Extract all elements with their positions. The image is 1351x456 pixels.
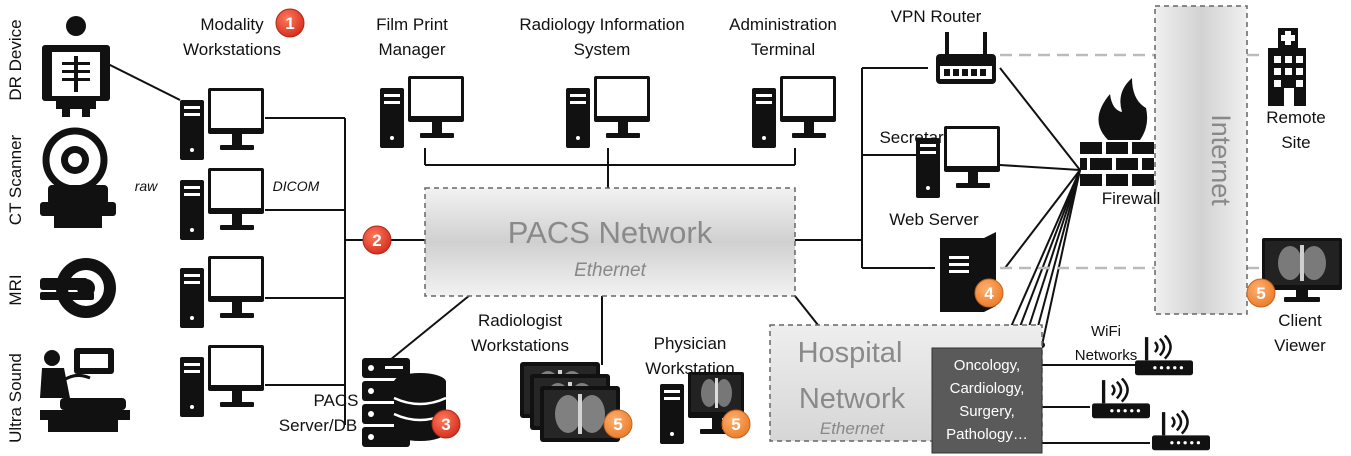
badge-5-physician: 5 [721, 409, 751, 439]
svg-text:5: 5 [613, 415, 622, 434]
svg-text:3: 3 [441, 415, 450, 434]
svg-text:1: 1 [285, 14, 294, 33]
pacs-server-line1: PACS [313, 391, 358, 410]
vpn-router-icon[interactable] [936, 32, 996, 84]
wifi-router-1[interactable] [1135, 335, 1193, 377]
svg-text:5: 5 [731, 415, 740, 434]
connection-lines [99, 59, 1180, 444]
modality-title-line1: Modality [200, 15, 264, 34]
device-label-dr: DR Device [6, 19, 25, 100]
department-pathology: Pathology… [946, 426, 1028, 443]
admin-line2: Terminal [751, 40, 815, 59]
physician-line1: Physician [654, 334, 727, 353]
film-print-line2: Manager [378, 40, 445, 59]
hospital-network-line2: Network [799, 383, 906, 415]
wifi-label-line1: WiFi [1091, 323, 1121, 340]
film-print-line1: Film Print [376, 15, 448, 34]
wifi-router-2[interactable] [1092, 378, 1150, 420]
hospital-network-line1: Hospital [798, 337, 903, 369]
ultrasound-icon [40, 348, 130, 432]
raw-label: raw [135, 178, 158, 194]
radiologist-line2: Workstations [471, 336, 569, 355]
badge-3: 3 [431, 409, 461, 439]
pacs-server-line2: Server/DB [279, 416, 357, 435]
device-label-mri: MRI [6, 274, 25, 305]
pacs-network-box[interactable] [424, 187, 796, 297]
remote-site-line1: Remote [1266, 108, 1326, 127]
mri-icon [40, 258, 116, 318]
device-label-ct: CT Scanner [6, 134, 25, 225]
internet-box[interactable] [1154, 5, 1248, 315]
vpn-router-label: VPN Router [891, 7, 982, 26]
badge-4: 4 [974, 278, 1004, 308]
departments-box[interactable] [931, 347, 1043, 454]
wifi-router-3[interactable] [1152, 410, 1210, 452]
ris-line2: System [574, 40, 631, 59]
radiologist-line1: Radiologist [478, 311, 562, 330]
department-oncology: Oncology, [954, 357, 1020, 374]
hospital-building-icon [1268, 28, 1306, 106]
department-surgery: Surgery, [959, 403, 1015, 420]
svg-text:4: 4 [984, 284, 994, 303]
ris-pc[interactable] [566, 76, 650, 148]
film-print-manager-pc[interactable] [380, 76, 464, 148]
modality-workstation-dr[interactable] [180, 88, 264, 160]
administration-terminal-pc[interactable] [752, 76, 836, 148]
admin-line1: Administration [729, 15, 837, 34]
ris-line1: Radiology Information [519, 15, 684, 34]
client-viewer-line1: Client [1278, 311, 1322, 330]
remote-site-line2: Site [1281, 133, 1310, 152]
modality-workstation-ct[interactable] [180, 168, 264, 240]
modality-title-line2: Workstations [183, 40, 281, 59]
modality-workstation-mri[interactable] [180, 256, 264, 328]
firewall-label: Firewall [1102, 189, 1161, 208]
pacs-network-title: PACS Network [508, 215, 713, 250]
internet-label: Internet [1206, 114, 1236, 206]
badge-5-radiologist: 5 [603, 409, 633, 439]
badge-2: 2 [362, 225, 392, 255]
badge-1: 1 [275, 8, 305, 38]
dicom-label: DICOM [273, 178, 320, 194]
department-cardiology: Cardiology, [950, 380, 1025, 397]
device-label-ultrasound: Ultra Sound [6, 353, 25, 443]
wifi-label-line2: Networks [1075, 347, 1138, 364]
badge-5-client: 5 [1246, 278, 1276, 308]
svg-text:5: 5 [1256, 284, 1265, 303]
client-viewer-line2: Viewer [1274, 336, 1326, 355]
hospital-network-sub: Ethernet [820, 419, 886, 438]
firewall-icon[interactable] [1080, 78, 1154, 186]
pacs-server-icon[interactable] [362, 358, 447, 447]
web-server-label: Web Server [889, 210, 979, 229]
dr-device-icon [42, 16, 110, 117]
pacs-network-sub: Ethernet [574, 260, 647, 281]
modality-workstation-us[interactable] [180, 345, 264, 417]
ct-scanner-icon [40, 127, 116, 228]
svg-text:2: 2 [372, 231, 381, 250]
